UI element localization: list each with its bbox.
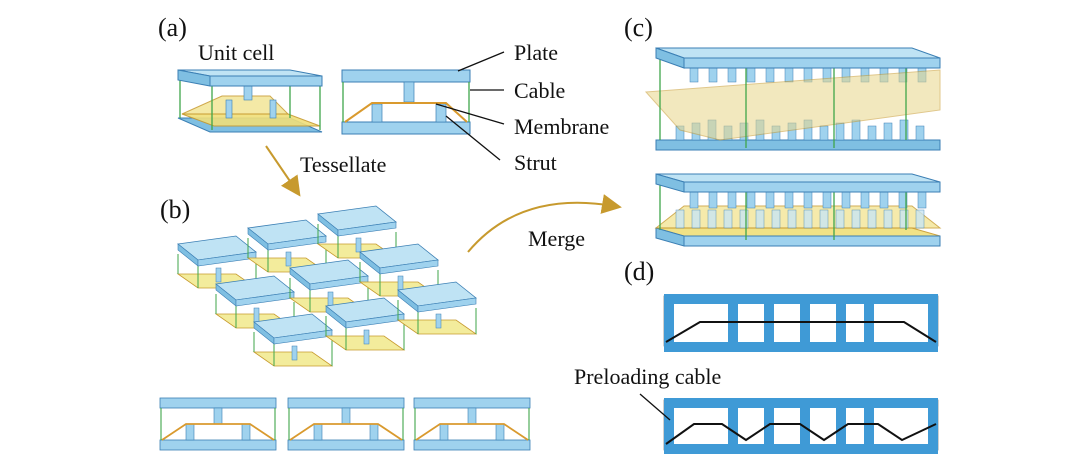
label-preloading-cable: Preloading cable [574,364,721,389]
label-strut: Strut [514,150,557,175]
tile [176,235,258,289]
frame-trapezoid-cable [663,294,939,352]
panel-label-d: (d) [624,257,654,286]
label-unit-cell: Unit cell [198,40,274,65]
tile [288,259,370,313]
panel-label-b: (b) [160,195,190,224]
merge-arrow [467,194,622,253]
label-plate: Plate [514,40,558,65]
tile [316,205,398,259]
merged-structure-top [644,47,941,151]
tessellate-arrow [265,145,301,197]
unit-cell-section [341,69,471,135]
unit-cell-3d [177,69,323,133]
section [287,397,405,451]
panel-label-c: (c) [624,13,653,42]
section [159,397,277,451]
merged-structure-bottom [654,173,942,247]
label-tessellate: Tessellate [300,152,386,177]
panel-label-a: (a) [158,13,187,42]
tile [396,281,478,335]
tile [358,243,440,297]
section [413,397,531,451]
tessellated-sections [159,397,531,451]
frame-wave-cable [663,398,939,454]
tile [324,297,406,351]
tile [252,313,334,367]
tile [214,275,296,329]
tessellated-array [176,205,478,367]
label-membrane: Membrane [514,114,609,139]
preload-callout [639,393,671,421]
label-cable: Cable [514,78,565,103]
label-merge: Merge [528,226,585,251]
tile [246,219,328,273]
callout-lines [435,51,505,161]
